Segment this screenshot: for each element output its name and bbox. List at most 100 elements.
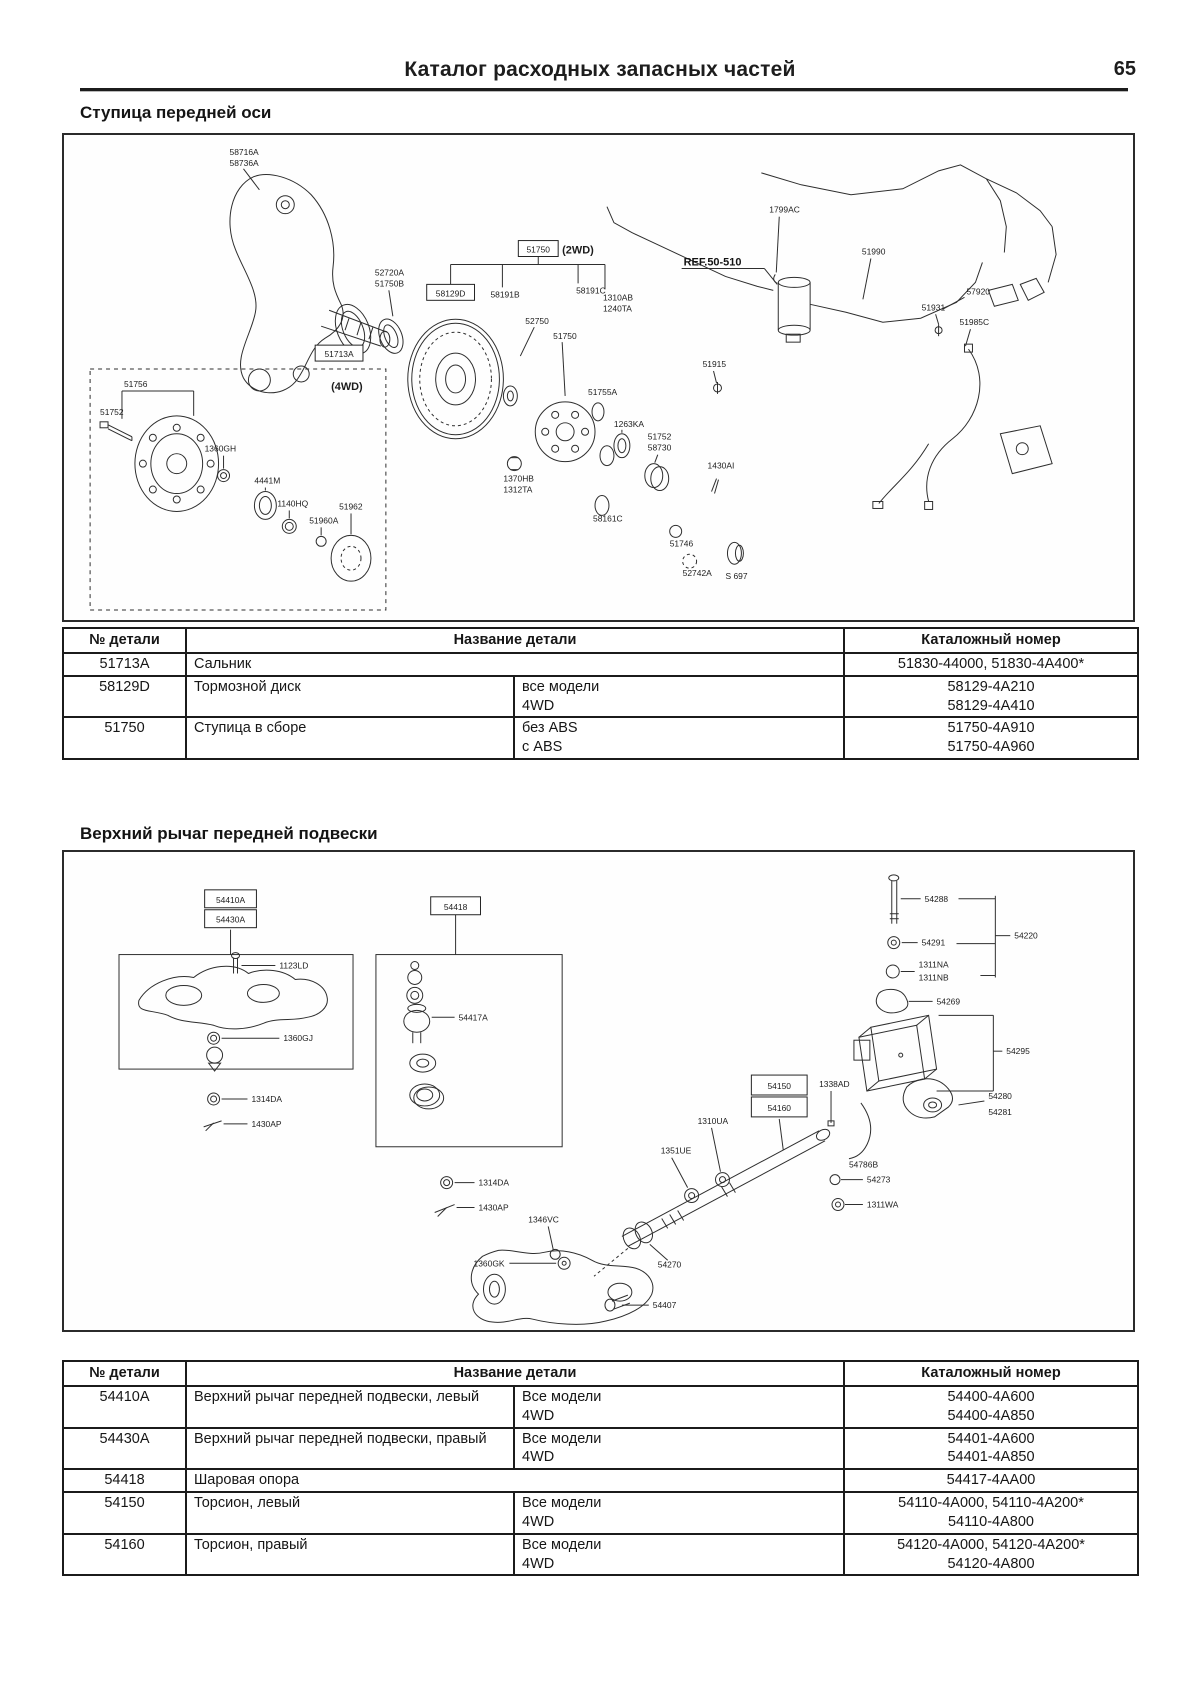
part-label: 1360GJ	[283, 1033, 313, 1043]
part-label: 1430AI	[708, 461, 735, 471]
part-label: 54281	[988, 1107, 1012, 1117]
front-hub-parts-table: № детали Название детали Каталожный номе…	[62, 627, 1139, 761]
part-number-cell: 54418	[62, 1468, 187, 1494]
part-label: 1310UA	[698, 1116, 729, 1126]
part-label: 58716A	[230, 147, 260, 157]
part-label: 1338AD	[819, 1079, 850, 1089]
torsion-anchor	[902, 1078, 954, 1119]
part-label: 1311NA	[919, 960, 949, 970]
part-label: 51962	[339, 501, 363, 511]
part-label: 4441M	[254, 476, 280, 486]
part-label: 52742A	[683, 568, 713, 578]
part-name-cell: Тормозной диск	[185, 674, 515, 719]
col-header-part: № детали	[62, 1360, 187, 1387]
col-header-part: № детали	[62, 627, 187, 654]
front-hub	[502, 385, 631, 467]
part-label: 58191B	[490, 289, 520, 299]
part-number-cell: 54150	[62, 1491, 187, 1535]
variant-cell: без ABS с ABS	[513, 716, 845, 761]
part-label: 51756	[124, 379, 148, 389]
part-label: 1311WA	[867, 1200, 899, 1210]
part-label: 51985C	[960, 317, 990, 327]
part-label-boxed: 54418	[444, 902, 468, 912]
table-row: 54410A Верхний рычаг передней подвески, …	[62, 1384, 1139, 1429]
part-label: 57920	[966, 286, 990, 296]
upper-arm-exploded-drawing: 54410A 54430A 54418 1123LD 1360GJ 54417A…	[118, 874, 1038, 1325]
catalog-number-cell: 58129-4A210 58129-4A410	[843, 674, 1139, 719]
catalog-number-cell: 54401-4A600 54401-4A850	[843, 1426, 1139, 1471]
part-label: 1360GH	[205, 444, 237, 454]
variant-line: 4WD	[522, 1407, 555, 1424]
catalog-line: 51750-4A960	[947, 739, 1035, 756]
part-label: 1311NB	[919, 972, 949, 982]
steering-knuckle	[229, 174, 391, 394]
catalog-line: 54120-4A000, 54120-4A200*	[897, 1536, 1085, 1553]
part-label-boxed: 58129D	[436, 288, 466, 298]
upper-arm-assembly	[118, 952, 354, 1072]
part-label: 51931	[922, 302, 946, 312]
part-label: 54407	[653, 1300, 677, 1310]
variant-line: 4WD	[522, 1449, 555, 1466]
part-label: 54417A	[459, 1012, 489, 1022]
col-header-catalog: Каталожный номер	[843, 627, 1139, 654]
table-row: 54150 Торсион, левый Все модели 4WD 5411…	[62, 1491, 1139, 1535]
part-label-boxed: 54430A	[216, 915, 246, 925]
catalog-number-cell: 54120-4A000, 54120-4A200* 54120-4A800	[843, 1532, 1139, 1577]
middle-hardware	[434, 1176, 455, 1217]
part-label: 1314DA	[479, 1178, 510, 1188]
table-row: 51713A Сальник 51830-44000, 51830-4A400*	[62, 651, 1139, 677]
part-name-cell: Сальник	[185, 651, 845, 677]
part-label: 1310AB	[603, 292, 633, 302]
part-label: 51960A	[309, 515, 339, 525]
section2-title: Верхний рычаг передней подвески	[80, 824, 378, 843]
part-label: 54288	[925, 894, 949, 904]
torsion-bar	[621, 1091, 872, 1250]
drive-variant-label: (2WD)	[562, 245, 594, 257]
part-label: 54269	[937, 996, 961, 1006]
table-row: 54160 Торсион, правый Все модели 4WD 541…	[62, 1532, 1139, 1577]
catalog-line: 54120-4A800	[947, 1555, 1035, 1572]
part-label: 1123LD	[279, 961, 308, 971]
catalog-line: 51750-4A910	[947, 720, 1035, 737]
leader-lines	[121, 168, 971, 536]
part-label: 51746	[670, 538, 694, 548]
catalog-line: 58129-4A410	[947, 697, 1035, 714]
variant-line: без ABS	[522, 720, 578, 737]
part-label: 54220	[1014, 931, 1038, 941]
part-label: 51752	[648, 432, 672, 442]
part-label: 51752	[100, 407, 124, 417]
part-label: 58730	[648, 443, 672, 453]
variant-cell: все модели 4WD	[513, 674, 845, 719]
variant-line: с ABS	[522, 739, 563, 756]
part-label: 52750	[525, 316, 549, 326]
part-label: 54291	[922, 938, 946, 948]
part-label-boxed: 51750	[526, 245, 550, 255]
variant-cell: Все модели 4WD	[513, 1426, 845, 1471]
diagram2-labels: 54410A 54430A 54418 1123LD 1360GJ 54417A…	[204, 889, 1038, 1310]
part-number-cell: 51750	[62, 716, 187, 761]
page-title: Каталог расходных запасных частей	[404, 58, 796, 81]
col-header-name: Название детали	[185, 1360, 845, 1387]
page-number: 65	[1113, 58, 1136, 80]
part-label: 51915	[703, 359, 727, 369]
part-label: 54273	[867, 1175, 891, 1185]
catalog-line: 54401-4A600	[947, 1430, 1035, 1447]
part-label-boxed: 54160	[767, 1103, 791, 1113]
part-label: 54295	[1006, 1046, 1030, 1056]
catalog-line: 54110-4A000, 54110-4A200*	[898, 1495, 1084, 1512]
part-label-boxed: 54150	[767, 1081, 791, 1091]
lower-arm	[470, 1247, 654, 1325]
left-hardware	[203, 1092, 222, 1132]
part-label: 1240TA	[603, 303, 632, 313]
part-label: 1263KA	[614, 419, 644, 429]
table-row: 51750 Ступица в сборе без ABS с ABS 5175…	[62, 716, 1139, 761]
col-header-catalog: Каталожный номер	[843, 1360, 1139, 1387]
table-header-row: № детали Название детали Каталожный номе…	[62, 1360, 1139, 1387]
catalog-line: 54401-4A850	[947, 1449, 1035, 1466]
part-name-cell: Шаровая опора	[185, 1468, 845, 1494]
catalog-number-cell: 51830-44000, 51830-4A400*	[843, 651, 1139, 677]
part-name-cell: Верхний рычаг передней подвески, левый	[185, 1384, 515, 1429]
variant-line: Все модели	[522, 1388, 602, 1405]
part-label: 52720A	[375, 267, 405, 277]
